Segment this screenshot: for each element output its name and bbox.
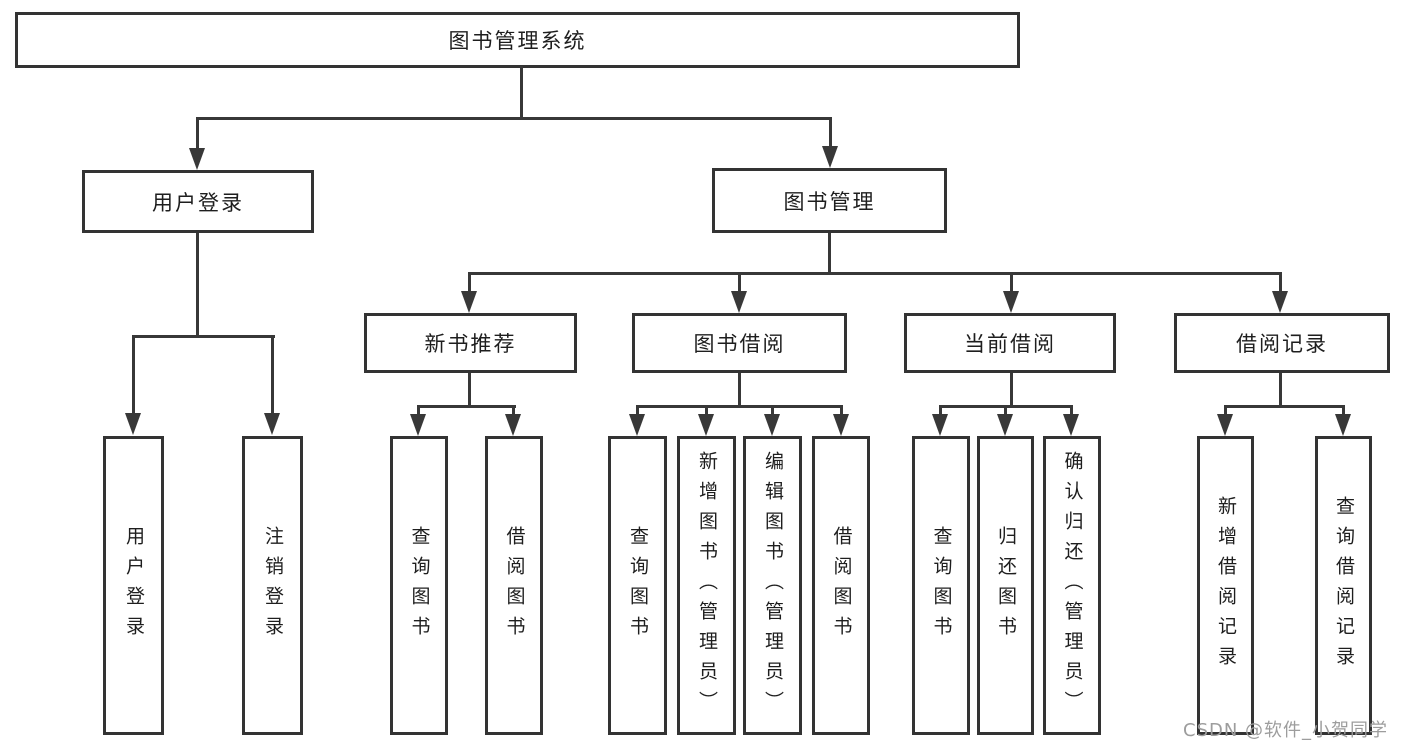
connector-book-borrow-split: [636, 405, 843, 408]
arrowhead-leaf: [410, 414, 426, 436]
node-library-management-system: 图书管理系统: [15, 12, 1020, 68]
connector-drop: [771, 405, 774, 417]
arrowhead-borrow-records: [1272, 291, 1288, 313]
leaf-query-books-current: 查询图书: [912, 436, 970, 735]
connector-drop: [705, 405, 708, 417]
arrowhead-leaf: [997, 414, 1013, 436]
connector-drop: [636, 405, 639, 417]
connector-to-leaf-user-login: [132, 335, 135, 416]
leaf-label: 新增借阅记录: [1215, 495, 1237, 676]
connector-to-current-borrow: [1010, 272, 1013, 293]
arrowhead-leaf: [629, 414, 645, 436]
connector-to-leaf-logout: [271, 335, 274, 416]
leaf-label: 新增图书（管理员）: [696, 450, 718, 721]
node-label: 图书借阅: [693, 332, 786, 356]
leaf-edit-books-admin: 编辑图书（管理员）: [743, 436, 802, 735]
leaf-label: 编辑图书（管理员）: [762, 450, 784, 721]
connector-to-user-login: [196, 117, 199, 150]
arrowhead-leaf-logout: [264, 413, 280, 435]
leaf-label: 查询借阅记录: [1333, 495, 1355, 676]
node-label: 借阅记录: [1236, 332, 1328, 356]
connector-drop: [1224, 405, 1227, 417]
leaf-label: 查询图书: [408, 525, 431, 646]
leaf-label: 确认归还（管理员）: [1061, 450, 1084, 721]
connector-book-management-stem: [828, 233, 831, 275]
arrowhead-leaf: [1217, 414, 1233, 436]
arrowhead-user-login: [189, 148, 205, 170]
connector-new-book-stem: [468, 373, 471, 408]
connector-drop: [1070, 405, 1073, 417]
node-borrow-records: 借阅记录: [1174, 313, 1390, 373]
leaf-query-books-borrow: 查询图书: [608, 436, 667, 735]
leaf-confirm-return-admin: 确认归还（管理员）: [1043, 436, 1101, 735]
connector-root-split: [196, 117, 832, 120]
node-user-login: 用户登录: [82, 170, 314, 233]
arrowhead-leaf: [698, 414, 714, 436]
arrowhead-book-borrow: [731, 291, 747, 313]
node-label: 图书管理: [783, 189, 876, 214]
connector-drop: [939, 405, 942, 417]
node-label: 用户登录: [152, 190, 244, 215]
leaf-label: 归还图书: [995, 525, 1017, 646]
node-label: 当前借阅: [964, 332, 1056, 356]
node-book-borrow: 图书借阅: [632, 313, 847, 373]
node-label: 新书推荐: [424, 332, 517, 356]
connector-drop: [1342, 405, 1345, 417]
leaf-borrow-books: 借阅图书: [812, 436, 870, 735]
node-label: 图书管理系统: [448, 29, 587, 53]
leaf-user-login: 用户登录: [103, 436, 164, 735]
leaf-label: 查询图书: [627, 525, 649, 646]
connector-user-login-split: [132, 335, 275, 338]
connector-to-new-book: [468, 272, 471, 293]
connector-drop: [512, 405, 515, 417]
connector-to-book-management: [829, 117, 832, 148]
leaf-label: 注销登录: [262, 525, 284, 646]
connector-drop: [840, 405, 843, 417]
connector-to-book-borrow: [738, 272, 741, 293]
arrowhead-leaf-user-login: [125, 413, 141, 435]
leaf-label: 查询图书: [930, 525, 953, 646]
arrowhead-leaf: [833, 414, 849, 436]
connector-to-borrow-records: [1279, 272, 1282, 293]
connector-current-borrow-stem: [1010, 373, 1013, 408]
node-new-book-recommend: 新书推荐: [364, 313, 577, 373]
connector-user-login-stem: [196, 233, 199, 338]
connector-drop: [417, 405, 420, 417]
connector-new-book-split: [417, 405, 516, 408]
arrowhead-leaf: [1063, 414, 1079, 436]
node-book-management: 图书管理: [712, 168, 947, 233]
leaf-label: 用户登录: [123, 525, 145, 646]
arrowhead-leaf: [764, 414, 780, 436]
connector-drop: [1004, 405, 1007, 417]
leaf-return-books: 归还图书: [977, 436, 1034, 735]
leaf-label: 借阅图书: [503, 525, 526, 646]
arrowhead-leaf: [932, 414, 948, 436]
connector-book-management-split: [468, 272, 1282, 275]
connector-borrow-records-stem: [1279, 373, 1282, 408]
leaf-query-books-recommend: 查询图书: [390, 436, 448, 735]
arrowhead-new-book: [461, 291, 477, 313]
arrowhead-book-management: [822, 146, 838, 168]
arrowhead-leaf: [505, 414, 521, 436]
connector-root-stem: [520, 66, 523, 119]
leaf-add-borrow-record: 新增借阅记录: [1197, 436, 1254, 735]
node-current-borrow: 当前借阅: [904, 313, 1116, 373]
leaf-borrow-books-recommend: 借阅图书: [485, 436, 543, 735]
arrowhead-leaf: [1335, 414, 1351, 436]
arrowhead-current-borrow: [1003, 291, 1019, 313]
leaf-logout: 注销登录: [242, 436, 303, 735]
csdn-watermark: CSDN @软件_小贺同学: [1183, 720, 1389, 741]
leaf-add-books-admin: 新增图书（管理员）: [677, 436, 736, 735]
leaf-query-borrow-record: 查询借阅记录: [1315, 436, 1372, 735]
connector-borrow-records-split: [1224, 405, 1345, 408]
leaf-label: 借阅图书: [830, 525, 853, 646]
connector-book-borrow-stem: [738, 373, 741, 408]
